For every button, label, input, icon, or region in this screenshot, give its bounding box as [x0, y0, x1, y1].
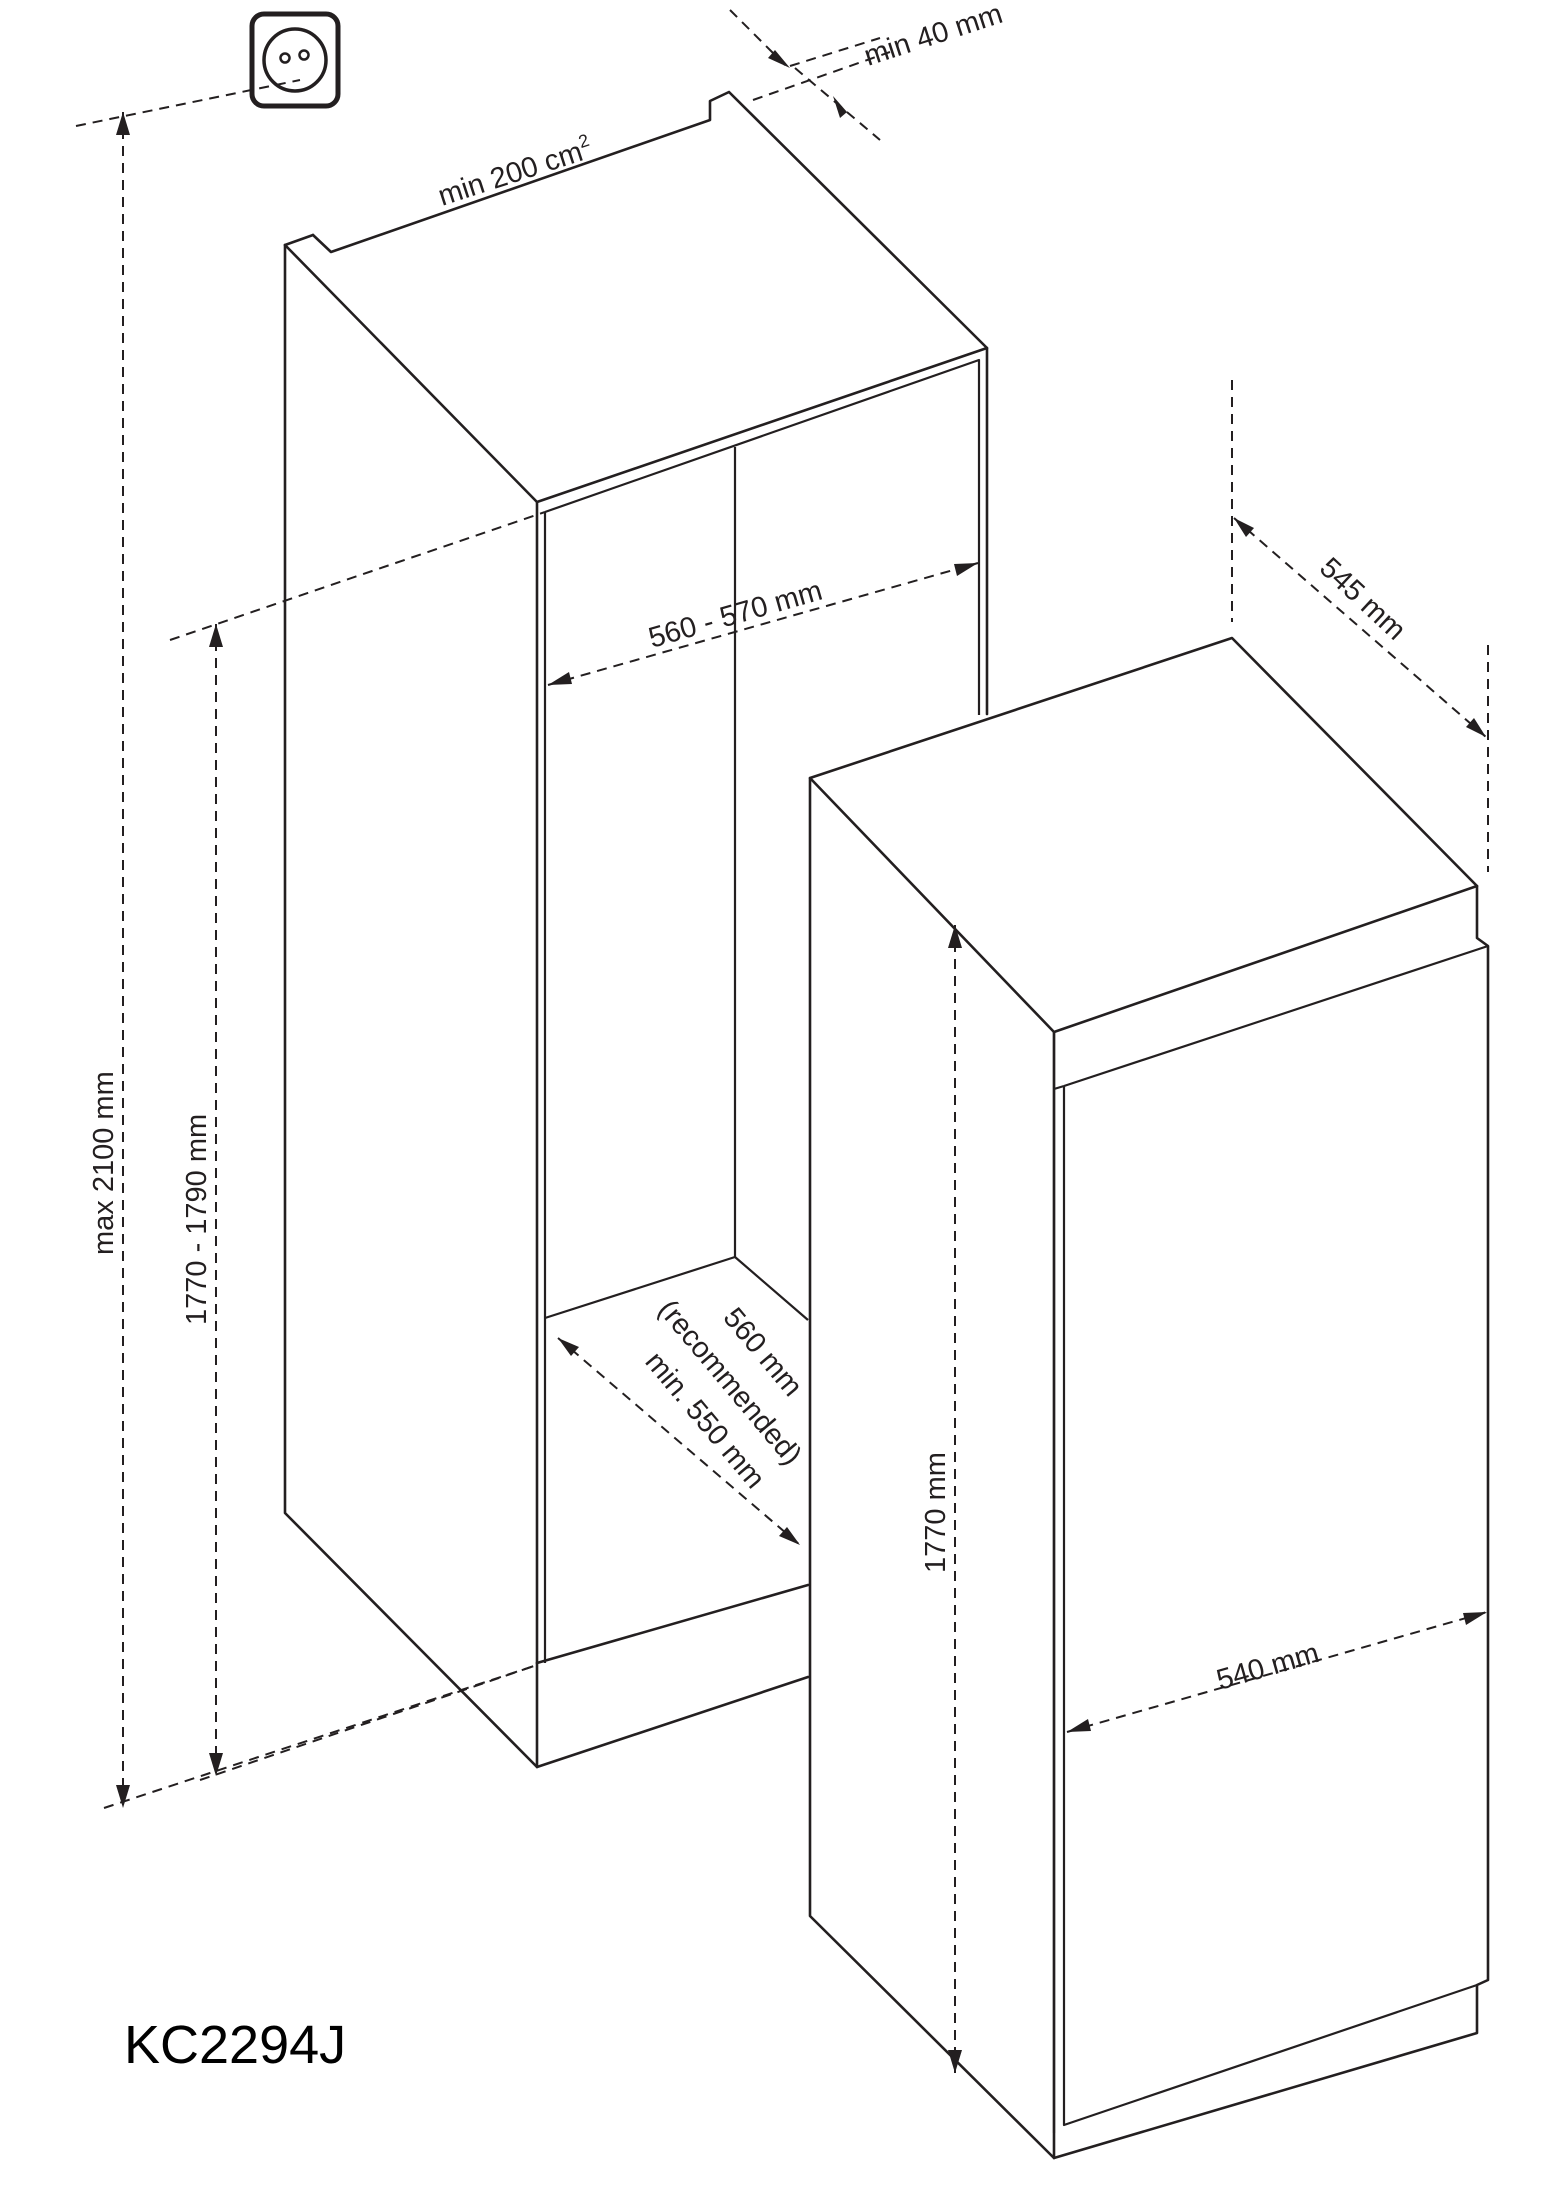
- model-number: KC2294J: [124, 2015, 346, 2075]
- appliance-depth-dimension: [1231, 380, 1489, 872]
- appliance-width-dimension: [1066, 1611, 1488, 1733]
- niche-width-dimension: [547, 562, 979, 686]
- vent-gap-dimension: [729, 9, 891, 141]
- appliance-height-label: 1770 mm: [920, 1452, 952, 1573]
- kitchen-cabinet-niche: [283, 90, 989, 1769]
- appliance-width-label: 540 mm: [1213, 1637, 1323, 1697]
- appliance-height-dimension: [948, 925, 962, 2073]
- fridge-appliance: [808, 636, 1490, 2160]
- max-height-label: max 2100 mm: [88, 1071, 120, 1255]
- vent-area-label: min 200 cm2: [433, 130, 596, 213]
- niche-height-label: 1770 - 1790 mm: [181, 1114, 213, 1325]
- power-socket-icon: [249, 11, 341, 109]
- niche-depth-dimension: [557, 1337, 801, 1546]
- vent-gap-label: min 40 mm: [860, 0, 1006, 73]
- niche-height-dimension: [169, 511, 546, 1781]
- max-height-dimension: [75, 79, 538, 1809]
